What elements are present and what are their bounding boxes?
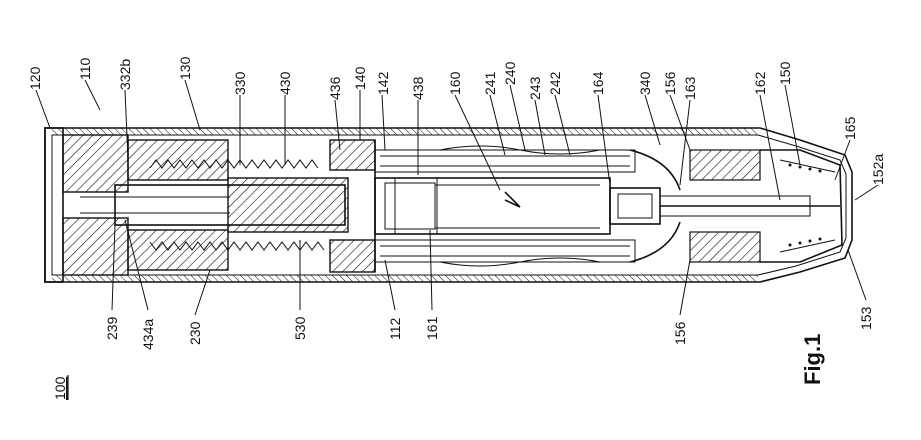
label-434a: 434a [140, 319, 156, 350]
label-161: 161 [424, 316, 440, 340]
label-242: 242 [547, 71, 563, 95]
label-430: 430 [277, 71, 293, 95]
label-163: 163 [682, 76, 698, 100]
label-230: 230 [187, 321, 203, 345]
label-153: 153 [858, 306, 874, 330]
label-156-top: 156 [662, 71, 678, 95]
label-164: 164 [590, 71, 606, 95]
label-140: 140 [352, 66, 368, 90]
label-438: 438 [410, 76, 426, 100]
label-530: 530 [292, 316, 308, 340]
label-150: 150 [777, 61, 793, 85]
label-152a: 152a [870, 154, 886, 185]
figure-reference: 100 [52, 376, 68, 400]
label-130: 130 [177, 56, 193, 80]
cartridge [375, 146, 635, 266]
label-142: 142 [375, 71, 391, 95]
label-120: 120 [27, 66, 43, 90]
label-156-bottom: 156 [672, 321, 688, 345]
label-240: 240 [502, 61, 518, 85]
label-330: 330 [232, 71, 248, 95]
label-165: 165 [842, 116, 858, 140]
needle-hub [610, 150, 840, 262]
label-112: 112 [387, 317, 403, 340]
label-243: 243 [527, 76, 543, 100]
label-241: 241 [482, 71, 498, 95]
label-340: 340 [637, 71, 653, 95]
label-160: 160 [447, 71, 463, 95]
label-239: 239 [104, 316, 120, 340]
label-110: 110 [77, 57, 93, 80]
label-436: 436 [327, 76, 343, 100]
labels-bottom: 239 434a 230 530 112 161 156 153 [104, 306, 874, 350]
label-332b: 332b [117, 59, 133, 90]
figure-title: Fig.1 [800, 334, 825, 385]
label-162: 162 [752, 71, 768, 95]
